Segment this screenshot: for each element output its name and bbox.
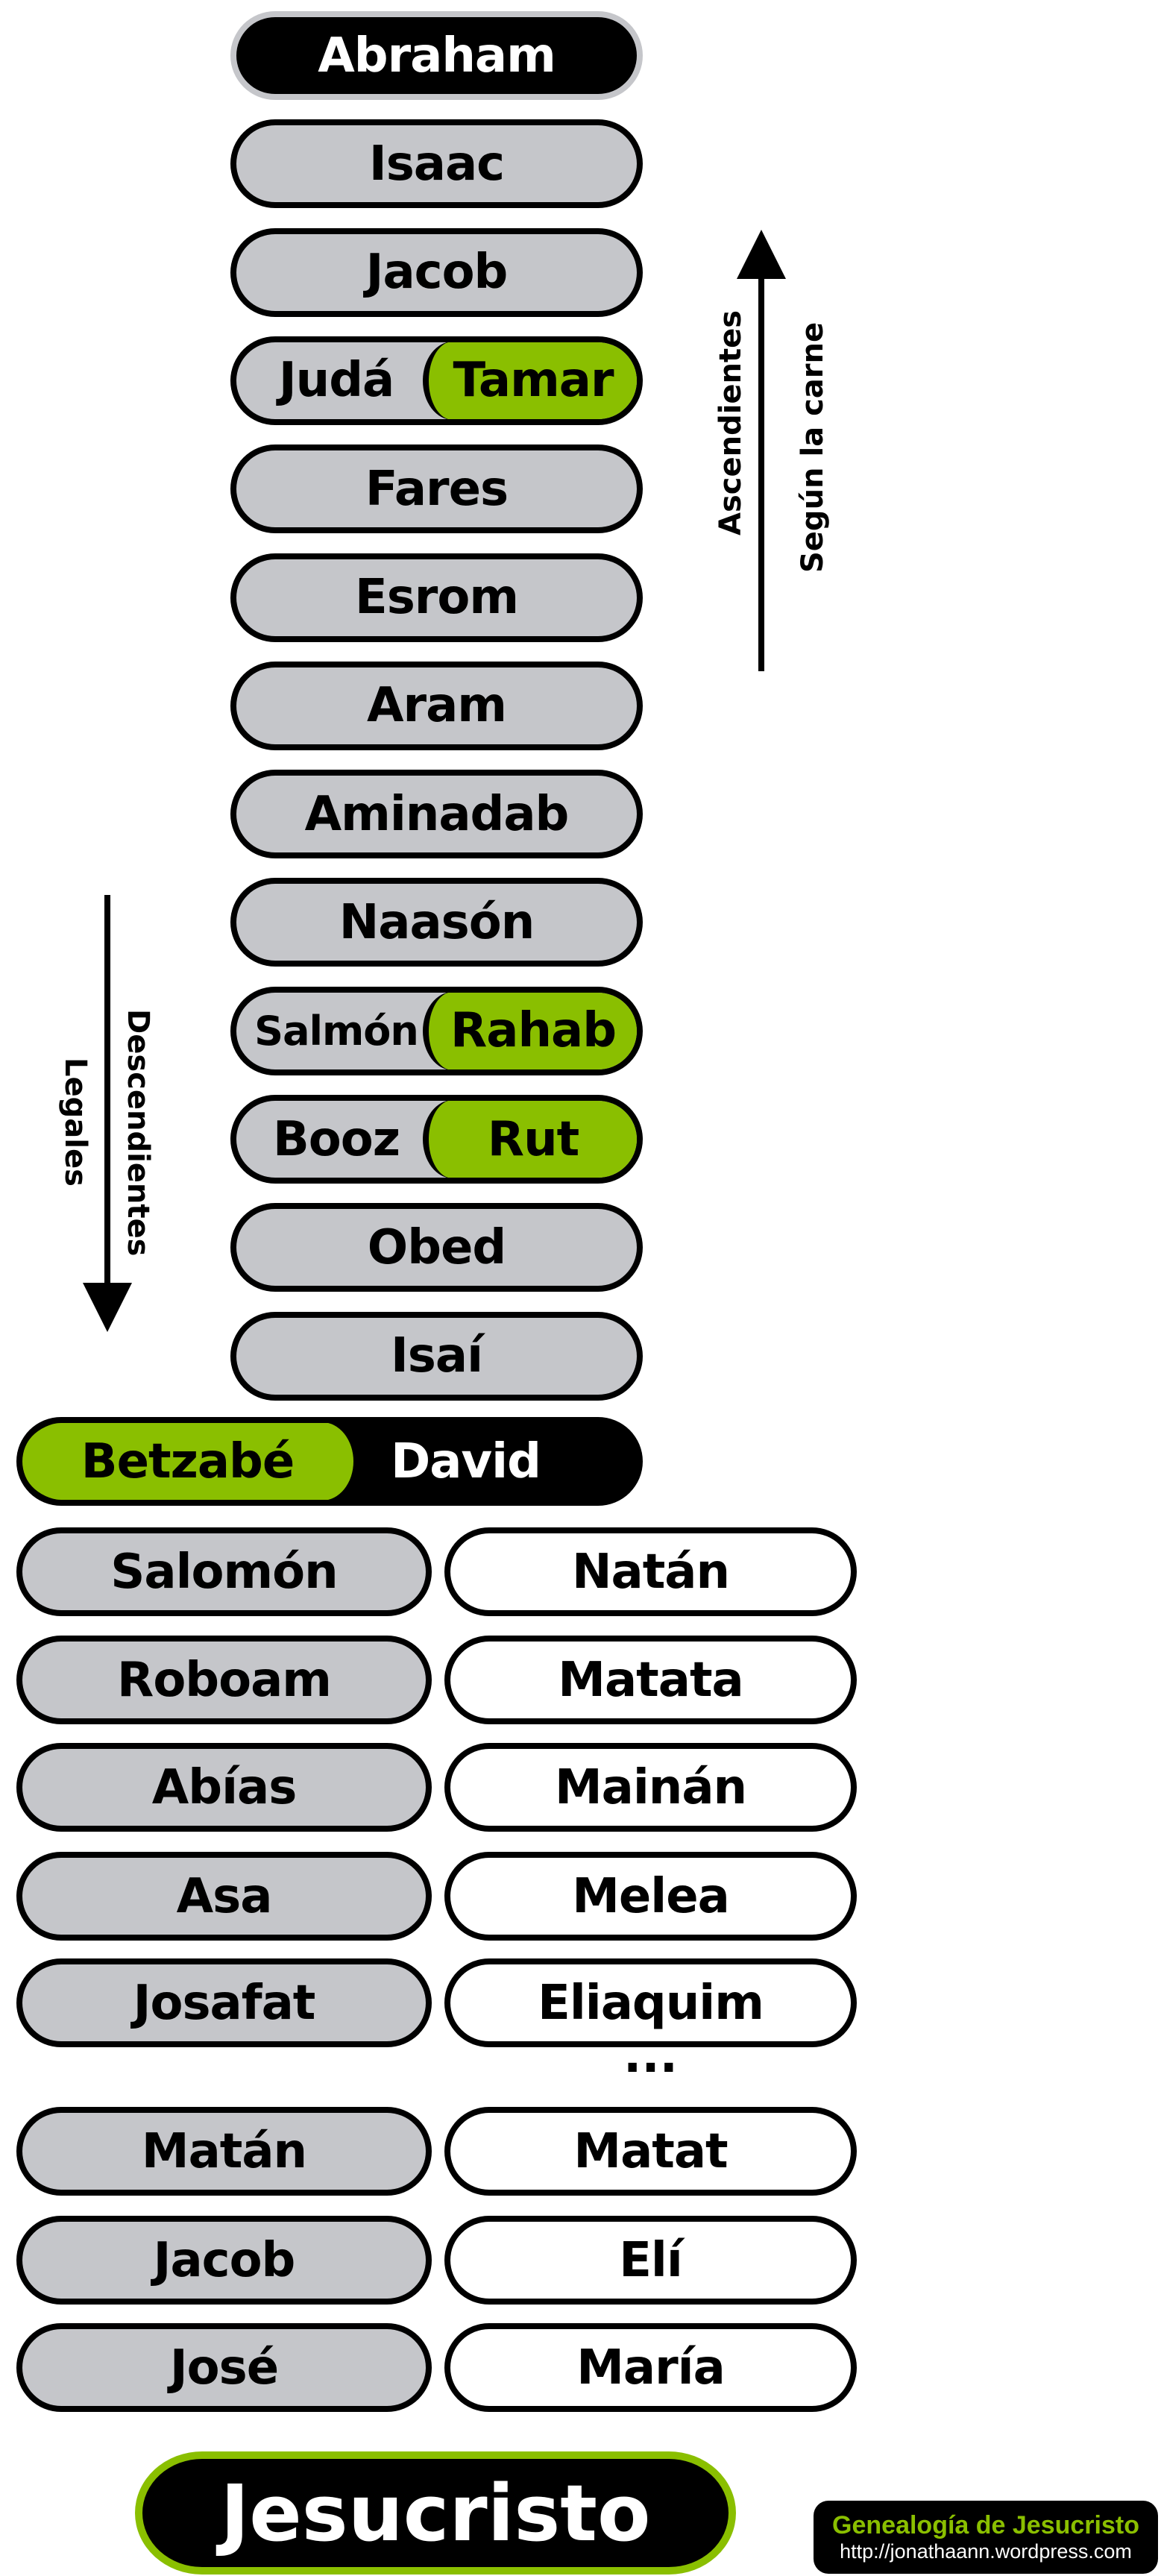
betzabe-half: Betzabé [22,1423,359,1500]
right-line-node: Elí [444,2216,857,2305]
ascend-label-line1: Ascendientes [714,310,748,535]
jesucristo-node: Jesucristo [135,2451,736,2575]
person-node: Jacob [230,227,643,317]
arrow-down-icon [83,1283,132,1332]
partner-name: Rut [487,1111,579,1167]
person-node: Abraham [230,11,643,100]
person-node: Aram [230,661,643,750]
partner-half: Rahab [423,992,637,1069]
logo-badge: Genealogía de Jesucristo http://jonathaa… [814,2501,1158,2574]
person-node-couple: Booz Rut [230,1095,643,1184]
person-node: Obed [230,1203,643,1292]
descend-label-line1: Descendientes [121,1009,155,1257]
person-name: Judá [278,353,394,409]
person-name: Jacob [365,245,509,301]
person-name: Aram [367,678,507,734]
person-name: Obed [367,1219,506,1275]
right-line-node: Mainán [444,1743,857,1832]
person-name: Isaí [390,1328,483,1384]
arrow-shaft [758,276,764,671]
person-name: Booz [273,1111,400,1167]
person-name: Melea [572,1868,730,1924]
person-name: Aminadab [304,786,570,842]
arrow-up-icon [737,230,786,279]
person-half: Booz [236,1101,436,1178]
person-name: David [391,1433,541,1489]
person-name: Natán [571,1544,730,1600]
person-node: Esrom [230,553,643,642]
right-line-node: Melea [444,1852,857,1941]
person-name: Jacob [153,2232,296,2288]
right-line-node: Matata [444,1636,857,1724]
person-name: María [576,2340,726,2396]
right-line-node: Matat [444,2107,857,2196]
right-line-node: Natán [444,1527,857,1616]
left-line-node: Josafat [16,1958,432,2047]
partner-name: Betzabé [81,1433,295,1489]
person-name: Fares [365,461,509,517]
person-name: Eliaquim [538,1975,764,2031]
person-name: Mainán [554,1759,747,1815]
person-name: Isaac [368,136,505,192]
person-node: Naasón [230,878,643,967]
left-line-node: Roboam [16,1636,432,1724]
person-name: Esrom [354,570,519,625]
left-line-node: José [16,2323,432,2412]
logo-title: Genealogía de Jesucristo [832,2511,1139,2539]
person-name: Salmón [254,1007,419,1055]
left-line-node: Abías [16,1743,432,1832]
person-name: Abraham [318,28,556,84]
person-node-couple: Judá Tamar [230,336,643,425]
person-node: Aminadab [230,770,643,859]
person-name: José [169,2340,279,2396]
partner-half: Rut [423,1101,637,1178]
person-name: Elí [619,2232,683,2288]
left-line-node: Jacob [16,2216,432,2305]
person-node: Fares [230,444,643,534]
david-node: Betzabé David [16,1417,643,1506]
person-name: Naasón [339,894,535,950]
person-name: Abías [151,1759,298,1815]
ascend-label-line2: Según la carne [796,321,830,573]
person-node: Isaac [230,119,643,209]
partner-name: Tamar [453,353,614,409]
person-name: Salomón [110,1544,338,1600]
person-half: Judá [236,342,436,419]
person-name: Matat [573,2123,728,2179]
left-line-node: Matán [16,2107,432,2196]
person-half: Salmón [236,993,436,1069]
person-name: Asa [176,1868,273,1924]
partner-name: Rahab [450,1003,617,1059]
right-line-node: Eliaquim [444,1958,857,2047]
ellipsis: ... [623,2029,678,2084]
person-node-couple: Salmón Rahab [230,986,643,1075]
arrow-shaft [104,895,110,1290]
partner-half: Tamar [423,342,637,419]
left-line-node: Salomón [16,1527,432,1616]
logo-url: http://jonathaann.wordpress.com [840,2540,1132,2563]
jesucristo-label: Jesucristo [220,2467,651,2559]
right-line-node: María [444,2323,857,2412]
david-half: David [354,1423,637,1500]
person-node: Isaí [230,1311,643,1401]
person-name: Josafat [133,1975,316,2031]
person-name: Matán [141,2123,307,2179]
person-name: Roboam [117,1652,332,1708]
left-line-node: Asa [16,1852,432,1941]
descend-label-line2: Legales [58,1058,92,1187]
person-name: Matata [558,1652,743,1708]
